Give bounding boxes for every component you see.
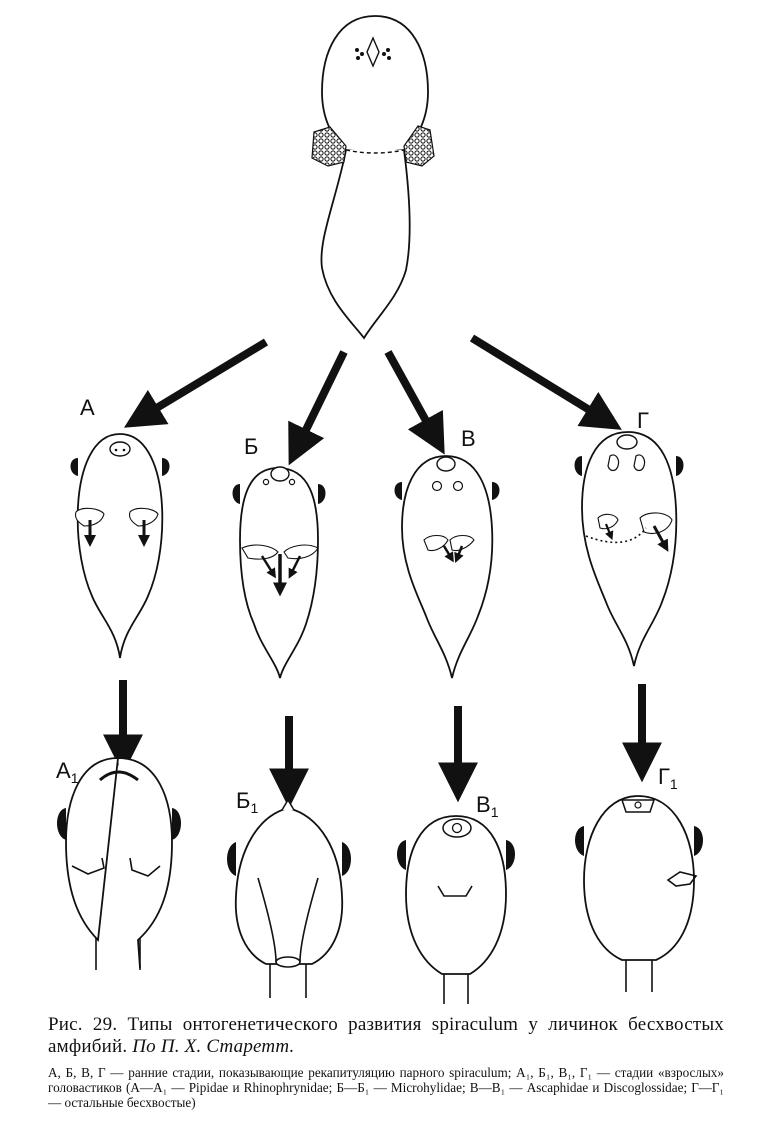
larva-g: [574, 431, 684, 667]
left-external-gill: [311, 126, 347, 167]
vertical-arrows: [103, 680, 662, 809]
figure-caption: Рис. 29. Типы онтогенетического развития…: [48, 1014, 724, 1110]
larva-v: [394, 455, 500, 679]
right-external-gill: [403, 125, 435, 167]
spiraculum-arrow: [442, 545, 454, 563]
dotted-connection: [585, 527, 647, 544]
label-g: Г: [637, 408, 649, 433]
label-v: В: [461, 426, 476, 451]
label-a: А: [80, 395, 95, 420]
tadpole-a1: [57, 757, 181, 970]
label-b: Б: [244, 434, 258, 459]
sinistral-spiracle: [666, 871, 698, 887]
spiraculum-diagram: А Б В Г: [56, 15, 703, 1004]
right-spiracle: [129, 857, 161, 877]
caption-title: Рис. 29. Типы онтогенетического развития…: [48, 1014, 724, 1058]
spiraculum-arrow-left: [260, 555, 276, 579]
larva-b: [232, 466, 326, 679]
right-spiracular-gill: [639, 512, 673, 535]
left-spiracular-gill: [241, 544, 279, 560]
label-g1: Г1: [658, 764, 678, 792]
left-spiracle: [71, 857, 105, 875]
ancestral-larva: [311, 15, 435, 340]
larva-a: [70, 433, 170, 659]
caption-title-text: Рис. 29. Типы онтогенетического развития…: [48, 1014, 724, 1057]
label-b1: Б1: [236, 788, 258, 816]
spiraculum-arrow-left: [604, 523, 614, 541]
tadpole-g1: [575, 795, 703, 992]
median-spiracle: [275, 956, 301, 968]
left-spiracular-gill: [423, 534, 449, 552]
tadpole-b1: [227, 798, 351, 998]
spiraculum-arrow-right: [288, 555, 302, 579]
left-spiracular-gill: [74, 507, 105, 527]
label-v1: В1: [476, 792, 499, 820]
ventral-spiracle: [437, 885, 473, 897]
median-spiracle-tube: [257, 877, 319, 963]
diverging-arrows: [123, 334, 622, 466]
tadpole-v1: [397, 815, 515, 1004]
left-spiracular-gill: [597, 513, 619, 530]
spiraculum-arrow-2: [454, 545, 464, 563]
caption-source: По П. Х. Старетт.: [132, 1036, 295, 1057]
spiraculum-arrow: [652, 525, 669, 552]
right-spiracular-gill: [283, 544, 319, 560]
caption-legend: А, Б, В, Г — ранние стадии, показывающие…: [48, 1065, 724, 1110]
right-spiracular-gill: [128, 507, 159, 527]
nasal-pits: [355, 48, 391, 60]
right-spiracular-gill: [449, 534, 475, 552]
label-a1: А1: [56, 758, 79, 786]
